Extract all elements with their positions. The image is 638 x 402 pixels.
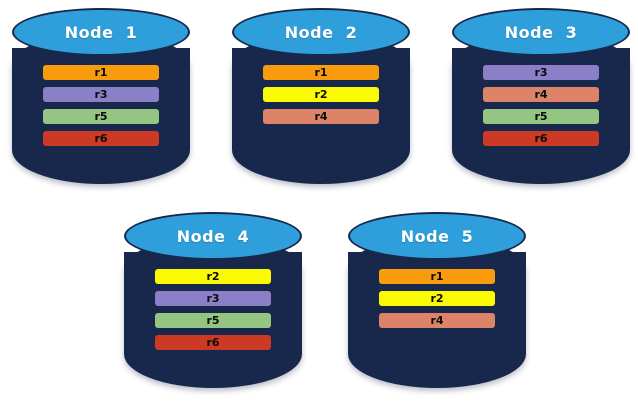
replica-label: r5 bbox=[94, 110, 108, 123]
replica-list: r1 r3 r5 r6 bbox=[12, 65, 190, 146]
replica-label: r4 bbox=[314, 110, 328, 123]
node-label: Node 4 bbox=[176, 226, 250, 246]
replica-label: r6 bbox=[534, 132, 548, 145]
replica-label: r2 bbox=[430, 292, 444, 305]
replica-bar[interactable]: r6 bbox=[43, 131, 159, 146]
replica-bar[interactable]: r3 bbox=[43, 87, 159, 102]
node-label: Node 5 bbox=[400, 226, 474, 246]
database-node-5[interactable]: Node 5 r1 r2 r4 bbox=[348, 212, 526, 390]
node-label: Node 2 bbox=[284, 22, 358, 42]
replica-list: r1 r2 r4 bbox=[232, 65, 410, 124]
replica-bar[interactable]: r3 bbox=[155, 291, 271, 306]
replica-label: r6 bbox=[206, 336, 220, 349]
replica-bar[interactable]: r5 bbox=[43, 109, 159, 124]
replica-label: r1 bbox=[314, 66, 328, 79]
replica-list: r1 r2 r4 bbox=[348, 269, 526, 328]
cylinder-top-ellipse: Node 4 bbox=[124, 212, 302, 260]
replica-bar[interactable]: r1 bbox=[43, 65, 159, 80]
database-node-3[interactable]: Node 3 r3 r4 r5 r6 bbox=[452, 8, 630, 186]
replica-label: r5 bbox=[206, 314, 220, 327]
replica-bar[interactable]: r1 bbox=[263, 65, 379, 80]
replica-bar[interactable]: r5 bbox=[483, 109, 599, 124]
replica-label: r4 bbox=[534, 88, 548, 101]
replica-bar[interactable]: r6 bbox=[155, 335, 271, 350]
replica-label: r2 bbox=[206, 270, 220, 283]
replica-bar[interactable]: r5 bbox=[155, 313, 271, 328]
replica-label: r3 bbox=[206, 292, 220, 305]
replica-label: r3 bbox=[534, 66, 548, 79]
replica-label: r6 bbox=[94, 132, 108, 145]
replica-bar[interactable]: r4 bbox=[379, 313, 495, 328]
replica-label: r3 bbox=[94, 88, 108, 101]
replica-label: r5 bbox=[534, 110, 548, 123]
database-node-4[interactable]: Node 4 r2 r3 r5 r6 bbox=[124, 212, 302, 390]
replica-bar[interactable]: r3 bbox=[483, 65, 599, 80]
replica-label: r4 bbox=[430, 314, 444, 327]
replica-label: r2 bbox=[314, 88, 328, 101]
replica-label: r1 bbox=[94, 66, 108, 79]
node-label: Node 1 bbox=[64, 22, 138, 42]
replica-label: r1 bbox=[430, 270, 444, 283]
replica-list: r3 r4 r5 r6 bbox=[452, 65, 630, 146]
replica-bar[interactable]: r1 bbox=[379, 269, 495, 284]
database-node-2[interactable]: Node 2 r1 r2 r4 bbox=[232, 8, 410, 186]
node-label: Node 3 bbox=[504, 22, 578, 42]
cylinder-top-ellipse: Node 5 bbox=[348, 212, 526, 260]
replica-bar[interactable]: r2 bbox=[155, 269, 271, 284]
replica-bar[interactable]: r4 bbox=[483, 87, 599, 102]
replica-bar[interactable]: r6 bbox=[483, 131, 599, 146]
replica-bar[interactable]: r2 bbox=[379, 291, 495, 306]
replica-list: r2 r3 r5 r6 bbox=[124, 269, 302, 350]
replica-bar[interactable]: r4 bbox=[263, 109, 379, 124]
cylinder-top-ellipse: Node 1 bbox=[12, 8, 190, 56]
database-node-1[interactable]: Node 1 r1 r3 r5 r6 bbox=[12, 8, 190, 186]
replica-bar[interactable]: r2 bbox=[263, 87, 379, 102]
cylinder-top-ellipse: Node 3 bbox=[452, 8, 630, 56]
cylinder-top-ellipse: Node 2 bbox=[232, 8, 410, 56]
